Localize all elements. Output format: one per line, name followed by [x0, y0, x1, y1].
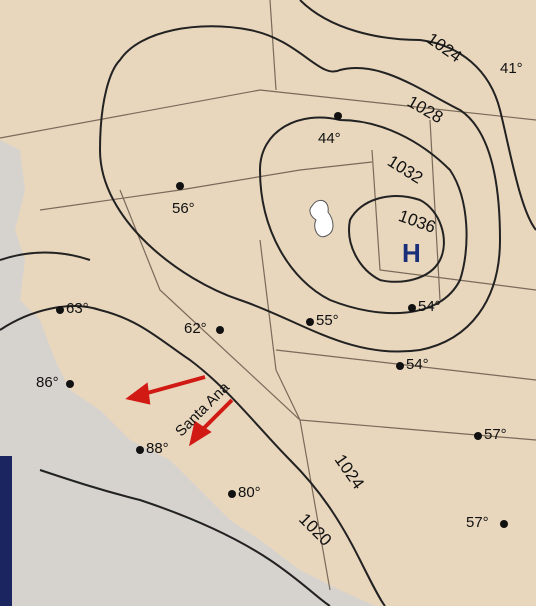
station-dot: [396, 362, 404, 370]
state-borders: [0, 0, 536, 591]
temp-label: 54°: [418, 298, 441, 315]
temp-label: 62°: [184, 320, 207, 337]
temp-label: 54°: [406, 356, 429, 373]
station-dot: [500, 520, 508, 528]
temp-label: 86°: [36, 374, 59, 391]
temp-label: 88°: [146, 440, 169, 457]
inset-edge: [0, 456, 12, 606]
temp-label: 55°: [316, 312, 339, 329]
station-dot: [66, 380, 74, 388]
station-dot: [306, 318, 314, 326]
station-dot: [216, 326, 224, 334]
station-dot: [228, 490, 236, 498]
station-dot: [136, 446, 144, 454]
temp-label: 57°: [466, 514, 489, 531]
station-dot: [56, 306, 64, 314]
high-pressure-symbol: H: [402, 238, 421, 268]
station-dot: [334, 112, 342, 120]
station-dot: [408, 304, 416, 312]
station-dot: [474, 432, 482, 440]
temp-label: 80°: [238, 484, 261, 501]
station-dot: [176, 182, 184, 190]
temp-label: 63°: [66, 300, 89, 317]
temp-label: 41°: [500, 60, 523, 77]
temp-label: 56°: [172, 200, 195, 217]
santa-ana-arrows: [125, 375, 234, 447]
temp-label: 44°: [318, 130, 341, 147]
temp-label: 57°: [484, 426, 507, 443]
great-salt-lake: [309, 199, 334, 238]
